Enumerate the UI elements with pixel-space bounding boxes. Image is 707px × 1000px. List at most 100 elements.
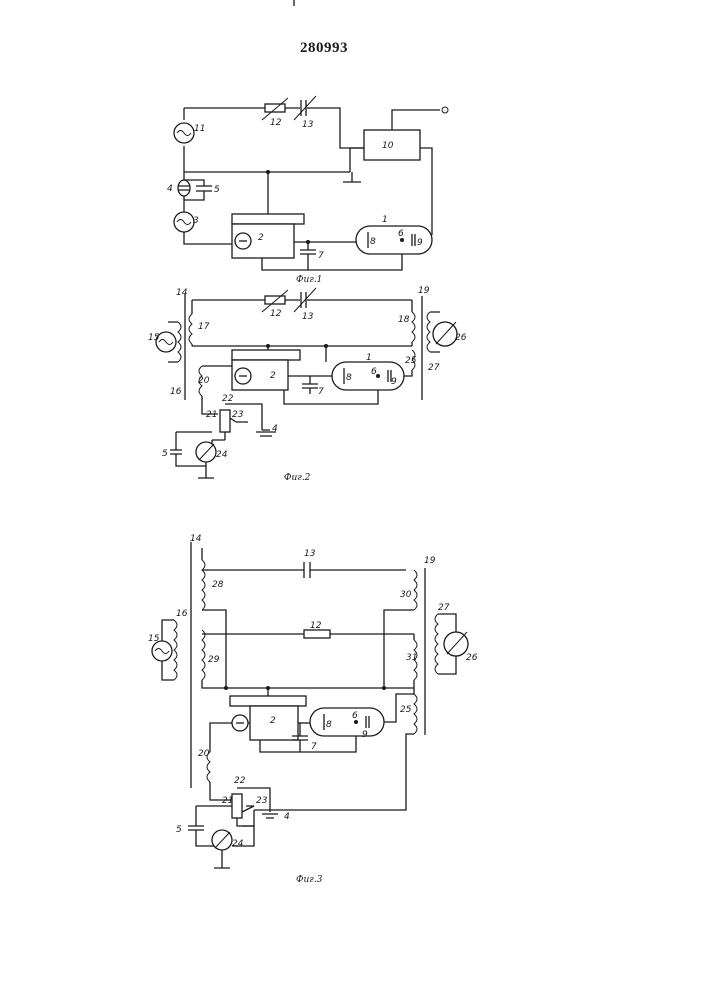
fig2-winding-18 xyxy=(412,312,415,342)
fig3-label-5: 5 xyxy=(176,825,182,835)
fig2-label-17: 17 xyxy=(198,322,210,332)
fig3-label-19: 19 xyxy=(424,556,436,566)
fig3-winding-25 xyxy=(414,694,417,734)
fig1-right-wire xyxy=(420,148,432,235)
fig1-label-1: 1 xyxy=(382,215,388,225)
fig2-potentiometer-22 xyxy=(220,410,230,432)
fig1-label-3: 3 xyxy=(193,216,199,226)
fig3-label-31: 31 xyxy=(406,653,417,663)
fig1-output-wire xyxy=(392,110,440,130)
fig3-label-13: 13 xyxy=(304,549,316,559)
fig3-label-12: 12 xyxy=(310,621,322,631)
fig3-label-4: 4 xyxy=(284,812,290,822)
fig3-label-20: 20 xyxy=(198,749,210,759)
fig2-winding-15 xyxy=(178,322,181,362)
fig1-label-13: 13 xyxy=(302,120,314,130)
fig3-label-7: 7 xyxy=(311,742,317,752)
figure-3 xyxy=(152,542,468,868)
fig2-label-4: 4 xyxy=(272,424,278,434)
fig3-block-2-top xyxy=(230,696,306,706)
fig1-label-10: 10 xyxy=(382,141,394,151)
fig2-label-24: 24 xyxy=(216,450,228,460)
fig2-label-19: 19 xyxy=(418,286,430,296)
fig2-label-12: 12 xyxy=(270,309,282,319)
fig2-label-25: 25 xyxy=(405,356,417,366)
fig2-ground xyxy=(198,462,214,478)
fig2-label-1: 1 xyxy=(366,353,372,363)
fig3-label-28: 28 xyxy=(212,580,224,590)
fig3-resistor-12 xyxy=(304,630,330,638)
fig3-label-30: 30 xyxy=(400,590,412,600)
fig3-winding-27 xyxy=(435,614,438,674)
fig3-label-9: 9 xyxy=(362,730,368,740)
fig3-label-22: 22 xyxy=(234,776,246,786)
fig2-label-7: 7 xyxy=(318,387,324,397)
fig1-output-terminal xyxy=(442,107,448,113)
fig2-label-23: 23 xyxy=(232,410,244,420)
fig3-label-27: 27 xyxy=(438,603,450,613)
fig1-block10-input xyxy=(350,148,364,172)
fig2-label-22: 22 xyxy=(222,394,234,404)
fig1-label-5: 5 xyxy=(214,185,220,195)
fig3-winding-30 xyxy=(414,570,417,610)
fig1-label-2: 2 xyxy=(258,233,264,243)
fig3-winding-16 xyxy=(174,620,177,680)
fig3-label-23: 23 xyxy=(256,796,268,806)
fig2-label-9: 9 xyxy=(391,377,397,387)
fig2-capacitor-7 xyxy=(302,376,318,394)
fig1-caption: Фиг.1 xyxy=(296,275,322,285)
fig1-label-12: 12 xyxy=(270,118,282,128)
fig1-label-8: 8 xyxy=(370,237,376,247)
fig3-tube-1 xyxy=(310,708,384,736)
fig2-label-14: 14 xyxy=(176,288,188,298)
fig2-label-8: 8 xyxy=(346,373,352,383)
fig3-capacitor-13 xyxy=(304,562,310,578)
fig2-winding-17 xyxy=(189,314,192,344)
fig2-label-13: 13 xyxy=(302,312,314,322)
fig2-label-5: 5 xyxy=(162,449,168,459)
fig3-label-8: 8 xyxy=(326,720,332,730)
fig1-label-7: 7 xyxy=(318,251,324,261)
fig3-label-2: 2 xyxy=(270,716,276,726)
fig2-label-27: 27 xyxy=(428,363,440,373)
fig3-winding-29 xyxy=(202,630,205,680)
fig3-label-16: 16 xyxy=(176,609,188,619)
fig2-winding-27 xyxy=(427,312,430,352)
fig2-caption: Фиг.2 xyxy=(284,473,311,483)
fig3-caption: Фиг.3 xyxy=(296,875,323,885)
fig3-label-26: 26 xyxy=(466,653,478,663)
fig3-label-29: 29 xyxy=(208,655,220,665)
fig2-label-16: 16 xyxy=(170,387,182,397)
fig1-label-9: 9 xyxy=(417,238,423,248)
fig3-label-15: 15 xyxy=(148,634,160,644)
fig2-label-21: 21 xyxy=(206,410,217,420)
fig3-winding-28 xyxy=(202,560,205,610)
fig3-potentiometer-22 xyxy=(232,794,242,818)
fig1-block-2-top xyxy=(232,214,304,224)
fig1-ground xyxy=(343,172,361,182)
fig2-label-6: 6 xyxy=(371,367,377,377)
fig2-resistor-12 xyxy=(265,296,285,304)
fig2-block-2-top xyxy=(232,350,300,360)
fig3-label-6: 6 xyxy=(352,711,358,721)
fig1-label-4: 4 xyxy=(167,184,173,194)
fig2-label-15: 15 xyxy=(148,333,160,343)
fig1-top-rail xyxy=(184,108,364,148)
fig2-label-26: 26 xyxy=(455,333,467,343)
fig1-label-11: 11 xyxy=(194,124,205,134)
fig3-ground xyxy=(214,850,230,868)
fig2-label-18: 18 xyxy=(398,315,410,325)
fig2-label-20: 20 xyxy=(198,376,210,386)
fig3-label-14: 14 xyxy=(190,534,202,544)
fig1-resistor-12 xyxy=(265,104,285,112)
fig1-capacitor-7 xyxy=(300,242,316,270)
fig1-capacitor-4 xyxy=(178,180,190,196)
fig3-node-23 xyxy=(242,806,254,812)
fig3-label-25: 25 xyxy=(400,705,412,715)
fig3-label-24: 24 xyxy=(232,839,244,849)
fig2-label-2: 2 xyxy=(270,371,276,381)
fig1-label-6: 6 xyxy=(398,229,404,239)
fig3-label-21: 21 xyxy=(222,796,233,806)
